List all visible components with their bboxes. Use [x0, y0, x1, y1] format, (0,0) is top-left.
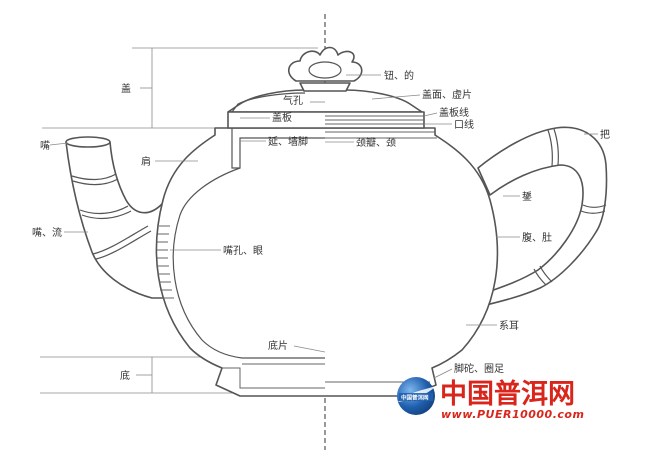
- body-drawing: [155, 127, 499, 397]
- watermark: 中国普洱网 中国普洱网 www.PUER10000.com: [397, 377, 584, 421]
- label-base-plate: 底片: [268, 339, 288, 352]
- spout-drawing: [65, 136, 167, 299]
- label-spout-tip: 嘴: [40, 140, 50, 152]
- label-neck: 颈瓣、颈: [356, 137, 396, 149]
- label-belly: 腹、肚: [522, 231, 552, 244]
- label-handle-tip: 把: [600, 128, 610, 141]
- watermark-badge: 中国普洱网: [401, 394, 429, 402]
- label-knob: 钮、的: [384, 69, 414, 82]
- label-spout-hole: 嘴孔、眼: [223, 245, 263, 257]
- lid-drawing: [227, 89, 425, 129]
- label-spout: 嘴、流: [32, 226, 62, 239]
- label-mouth-line: 口线: [454, 118, 474, 131]
- label-foot: 脚砣、圈足: [454, 362, 504, 375]
- watermark-title: 中国普洱网: [440, 378, 575, 410]
- label-wall: 延、墙脚: [268, 135, 308, 148]
- label-air-hole: 气孔: [283, 94, 303, 107]
- label-lid-plate: 盖板: [272, 111, 292, 124]
- handle-drawing: [477, 126, 608, 307]
- lid-bracket: [42, 47, 318, 129]
- label-lug: 系耳: [499, 320, 519, 332]
- leader-lines: [49, 74, 598, 379]
- label-base: 底: [120, 369, 130, 382]
- label-lid: 盖: [121, 82, 131, 95]
- watermark-url: www.PUER10000.com: [441, 408, 584, 421]
- knob-drawing: [288, 46, 363, 92]
- label-lid-plate-line: 盖板线: [439, 106, 469, 119]
- label-lid-surface: 盖面、虚片: [422, 88, 472, 101]
- label-handle: 鋬: [522, 190, 532, 203]
- label-shoulder: 肩: [141, 155, 151, 168]
